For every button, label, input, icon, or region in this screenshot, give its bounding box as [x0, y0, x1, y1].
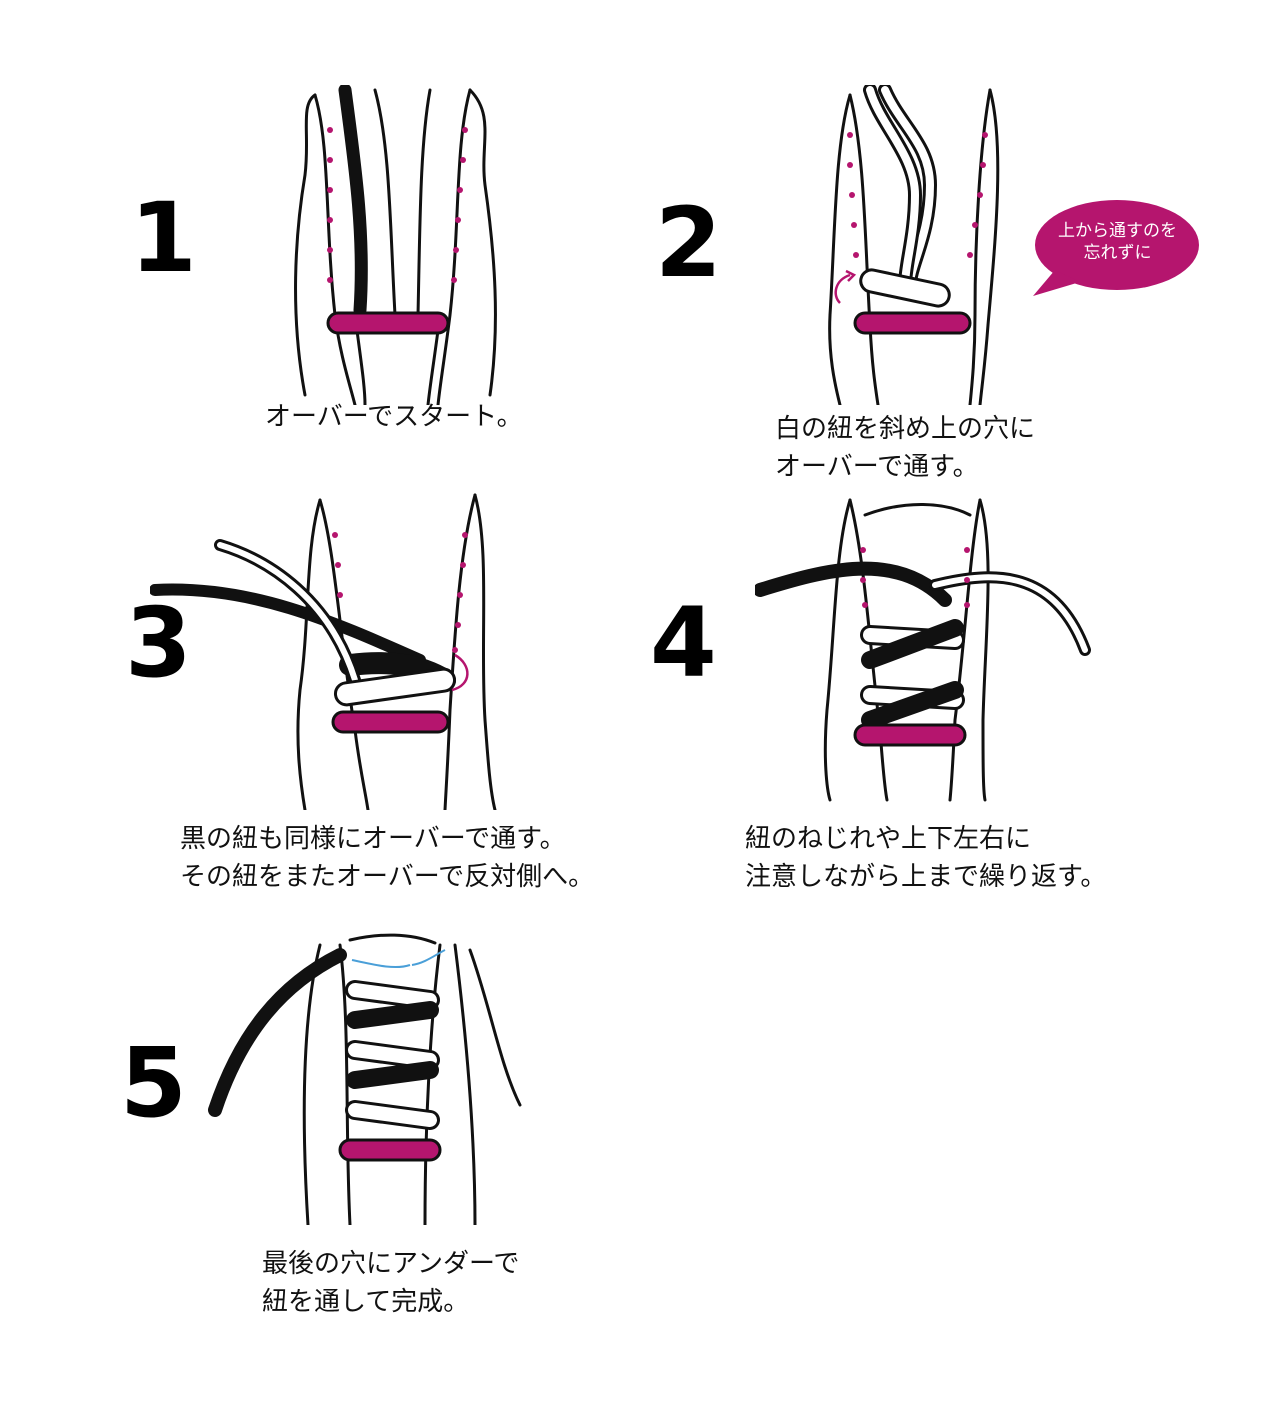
- step-4-number: 4: [650, 587, 717, 699]
- step-1-caption: オーバーでスタート。: [265, 402, 523, 432]
- step-3-number: 3: [125, 587, 192, 699]
- step-3-illustration: [150, 493, 497, 810]
- step-5-illustration: [208, 933, 522, 1225]
- step-1-illustration: [294, 85, 497, 405]
- dark-lace: [338, 85, 368, 317]
- step-2-number: 2: [655, 187, 722, 299]
- step-5-number: 5: [120, 1027, 187, 1139]
- step-2-illustration: [828, 85, 1000, 405]
- step-2-caption: 白の紐を斜め上の穴に オーバーで通す。: [775, 414, 1036, 482]
- step-1-number: 1: [130, 182, 197, 294]
- step-5-caption: 最後の穴にアンダーで 紐を通して完成。: [262, 1249, 520, 1317]
- step-4-caption: 紐のねじれや上下左右に 注意しながら上まで繰り返す。: [745, 824, 1107, 892]
- step-4-illustration: [755, 498, 1091, 802]
- step-3-caption: 黒の紐も同様にオーバーで通す。 その紐をまたオーバーで反対側へ。: [180, 824, 595, 892]
- step-2-note: 上から通すのを 忘れずに: [1058, 221, 1177, 263]
- note-bubble: [1033, 200, 1199, 296]
